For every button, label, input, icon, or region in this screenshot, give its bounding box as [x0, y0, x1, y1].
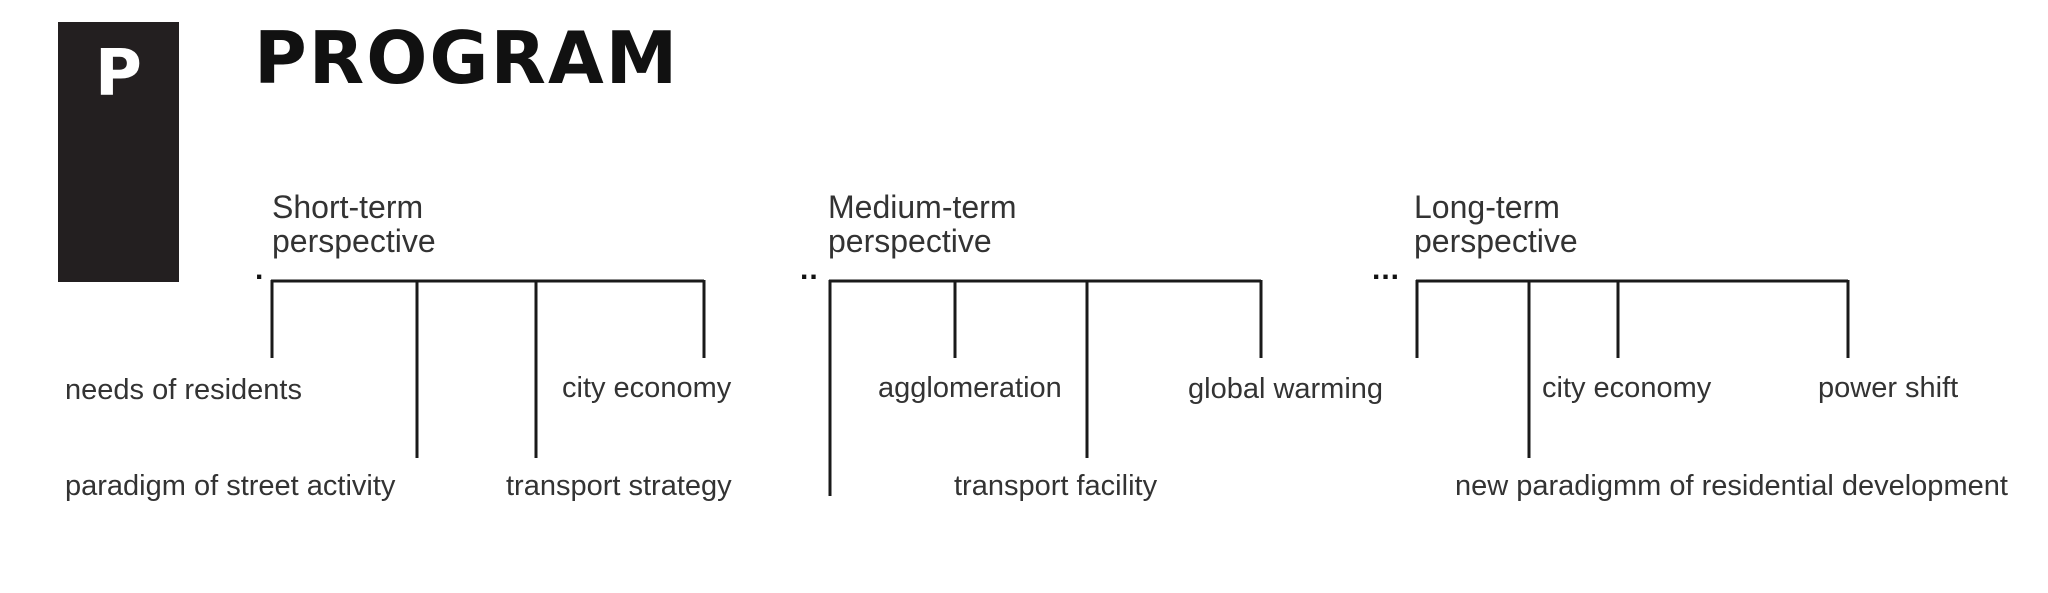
- item-needs-of-residents: needs of residents: [65, 374, 302, 406]
- item-power-shift: power shift: [1818, 372, 1959, 404]
- item-transport-strategy: transport strategy: [506, 470, 732, 502]
- page-title: PROGRAM: [254, 16, 680, 100]
- item-transport-facility: transport facility: [954, 470, 1158, 502]
- short-term-dots: .: [255, 253, 265, 286]
- item-city-economy-short: city economy: [562, 372, 732, 404]
- item-agglomeration: agglomeration: [878, 372, 1062, 404]
- heading-line: perspective: [828, 223, 992, 259]
- badge-letter: P: [95, 37, 142, 111]
- long-term-dots: ...: [1372, 253, 1401, 286]
- medium-term-dots: ..: [800, 253, 819, 286]
- medium-term-heading: Medium-term perspective: [828, 190, 1016, 258]
- short-term-heading: Short-term perspective: [272, 190, 436, 258]
- heading-line: Long-term: [1414, 189, 1560, 225]
- item-global-warming: global warming: [1188, 373, 1384, 405]
- heading-line: Medium-term: [828, 189, 1017, 225]
- long-term-heading: Long-term perspective: [1414, 190, 1578, 258]
- item-city-economy-long: city economy: [1542, 372, 1712, 404]
- heading-line: perspective: [272, 223, 436, 259]
- section-badge: P: [58, 22, 179, 282]
- item-paradigm-of-street-activity: paradigm of street activity: [65, 470, 396, 502]
- item-new-paradigm-of-residential-development: new paradigmm of residential development: [1455, 470, 2008, 502]
- heading-line: Short-term: [272, 189, 424, 225]
- heading-line: perspective: [1414, 223, 1578, 259]
